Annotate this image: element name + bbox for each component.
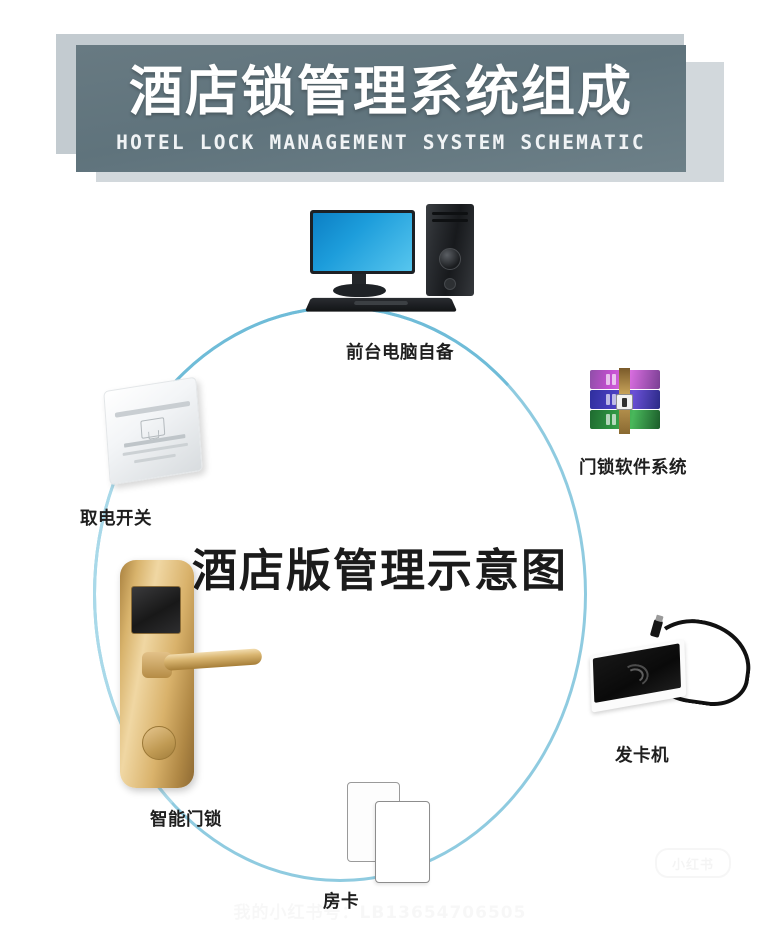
switch-print-line xyxy=(134,453,176,464)
lock-faceplate xyxy=(120,560,194,788)
monitor-stand-neck xyxy=(352,274,366,287)
tower-logo xyxy=(439,248,461,270)
node-label-cards: 房卡 xyxy=(323,892,359,912)
node-lock-software: 门锁软件系统 xyxy=(548,368,718,479)
encoder-rfid-pad xyxy=(592,643,682,703)
archive-zipper-pull xyxy=(616,394,633,410)
node-label-lock: 智能门锁 xyxy=(150,810,222,830)
lock-card-reader-panel xyxy=(131,586,181,634)
desktop-computer-icon xyxy=(300,200,500,315)
keyboard-icon xyxy=(304,297,458,312)
encoder-body xyxy=(589,639,687,713)
archive-tick xyxy=(612,414,616,425)
archive-tick xyxy=(612,394,616,405)
switch-card-slot xyxy=(114,400,191,418)
header-banner: 酒店锁管理系统组成 HOTEL LOCK MANAGEMENT SYSTEM S… xyxy=(0,0,760,200)
archive-stack xyxy=(590,368,660,434)
key-card-icon xyxy=(305,780,475,883)
node-label-switch: 取电开关 xyxy=(80,509,152,529)
card-encoder-icon xyxy=(585,613,760,720)
node-power-switch: 取电开关 xyxy=(80,376,265,530)
banner-title-english: HOTEL LOCK MANAGEMENT SYSTEM SCHEMATIC xyxy=(116,131,646,154)
key-card-front xyxy=(375,801,430,883)
diagram-center-title: 酒店版管理示意图 xyxy=(191,544,568,597)
power-saver-switch-icon xyxy=(80,376,265,493)
archive-tick xyxy=(606,394,610,405)
tower-vent xyxy=(432,212,468,215)
archive-tick xyxy=(612,374,616,385)
card-insert-glyph-icon xyxy=(140,417,166,439)
banner-title-chinese: 酒店锁管理系统组成 xyxy=(129,60,633,123)
tower-vent xyxy=(432,219,468,222)
node-label-encoder: 发卡机 xyxy=(615,746,669,766)
tower-power-button xyxy=(444,278,456,290)
watermark-account-text: 我的小红书号：LB13654706505 xyxy=(0,898,760,923)
banner-plate: 酒店锁管理系统组成 HOTEL LOCK MANAGEMENT SYSTEM S… xyxy=(76,45,686,172)
node-card-encoder: 发卡机 xyxy=(585,613,760,767)
monitor-icon xyxy=(310,210,415,274)
monitor-stand-base xyxy=(333,284,386,297)
winrar-archive-icon xyxy=(548,368,718,442)
node-smart-door-lock: 智能门锁 xyxy=(86,552,286,831)
archive-tick xyxy=(606,374,610,385)
switch-faceplate xyxy=(103,376,203,486)
lock-keyhole-cover xyxy=(142,726,176,760)
smart-door-lock-icon xyxy=(86,552,286,802)
node-label-computer: 前台电脑自备 xyxy=(346,343,454,363)
node-key-cards: 房卡 xyxy=(305,780,475,913)
watermark-logo: 小红书 xyxy=(655,848,731,878)
monitor-screen xyxy=(313,213,412,271)
pc-tower-icon xyxy=(426,204,474,296)
node-label-software: 门锁软件系统 xyxy=(579,458,687,478)
node-front-desk-computer: 前台电脑自备 xyxy=(300,200,500,364)
archive-tick xyxy=(606,414,610,425)
